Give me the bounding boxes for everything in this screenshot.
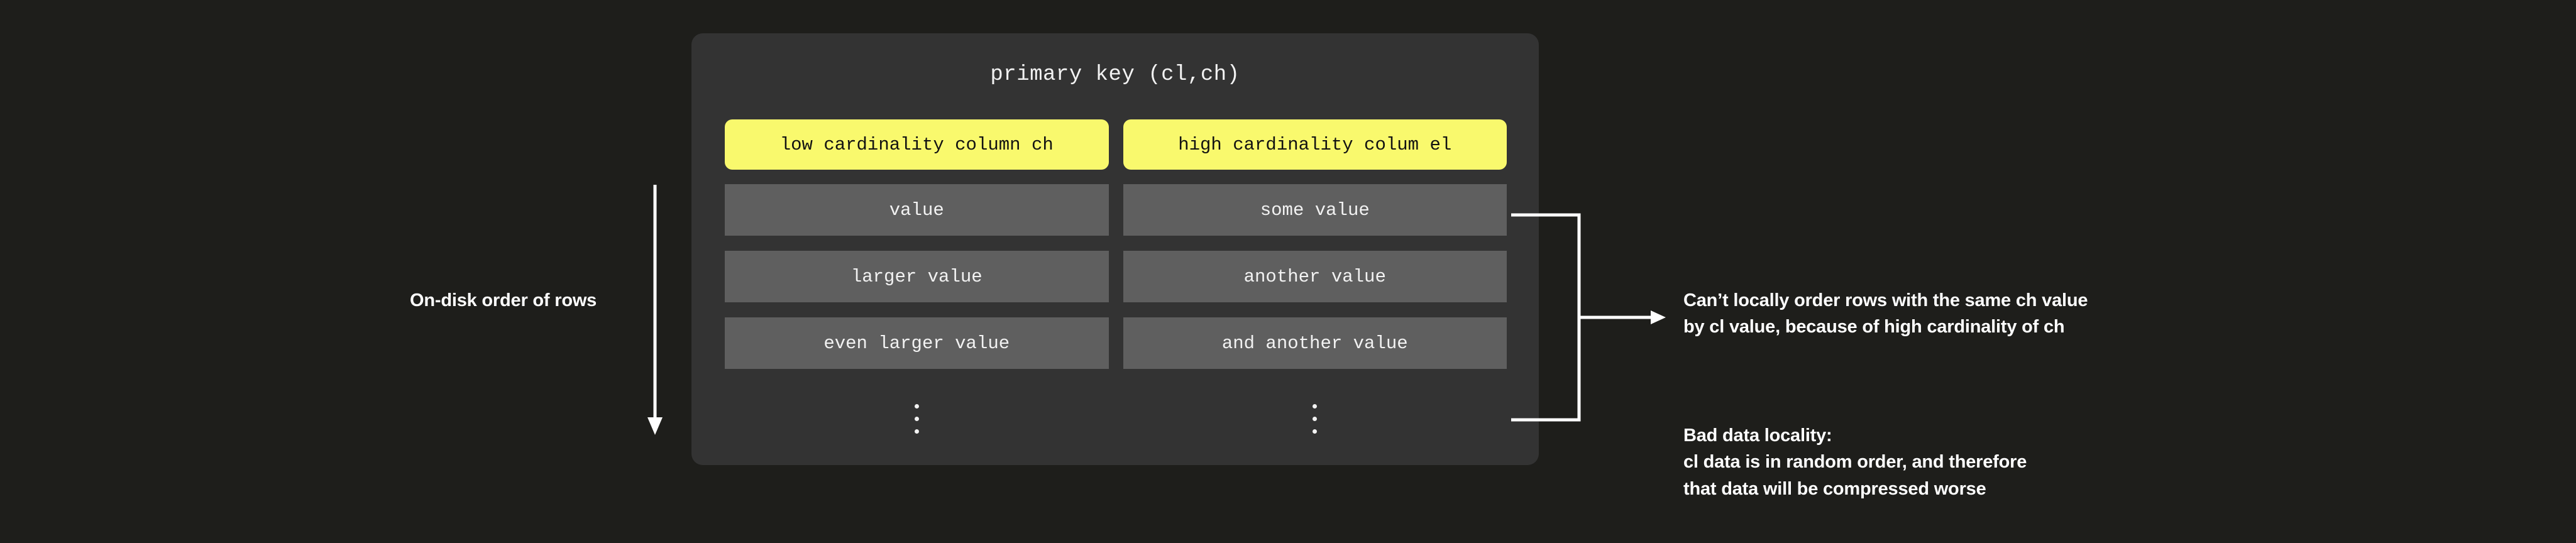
table-cell: another value — [1123, 251, 1507, 302]
bracket-arrow-right-icon — [1504, 207, 1673, 427]
table-cell: value — [725, 184, 1109, 236]
columns-grid: low cardinality column ch value larger v… — [725, 119, 1507, 446]
page-title: primary key (cl,ch) — [990, 63, 1240, 87]
on-disk-order-label: On-disk order of rows — [410, 290, 597, 310]
column-high-cardinality: high cardinality colum el some value ano… — [1123, 119, 1507, 446]
arrow-down-icon — [642, 182, 668, 437]
primary-key-panel: primary key (cl,ch) low cardinality colu… — [691, 33, 1539, 465]
table-cell: and another value — [1123, 317, 1507, 369]
vertical-ellipsis-icon — [1123, 384, 1507, 446]
table-cell: some value — [1123, 184, 1507, 236]
table-cell: larger value — [725, 251, 1109, 302]
column-header-high-cardinality[interactable]: high cardinality colum el — [1123, 119, 1507, 170]
vertical-ellipsis-icon — [725, 384, 1109, 446]
column-low-cardinality: low cardinality column ch value larger v… — [725, 119, 1109, 446]
note-cardinality: Can’t locally order rows with the same c… — [1683, 290, 2088, 337]
table-cell: even larger value — [725, 317, 1109, 369]
note-data-locality: Bad data locality: cl data is in random … — [1683, 425, 2027, 499]
column-header-low-cardinality[interactable]: low cardinality column ch — [725, 119, 1109, 170]
